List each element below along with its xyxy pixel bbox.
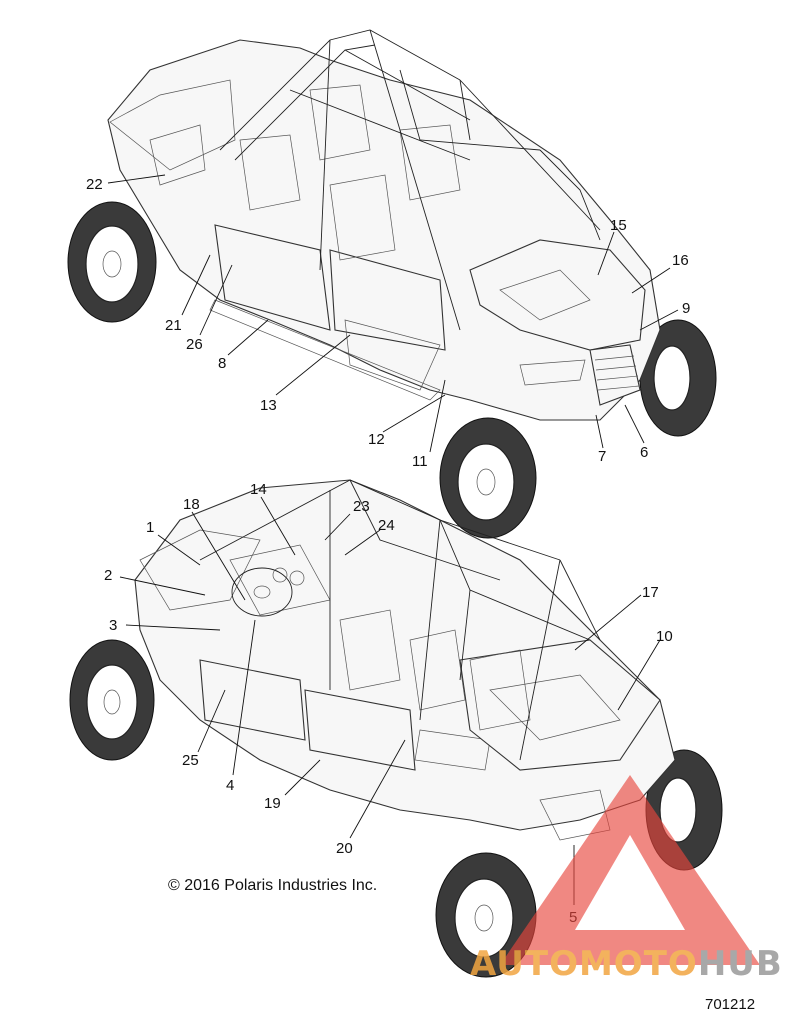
callout-26: 26 xyxy=(186,336,203,353)
watermark-text-hub: HUB xyxy=(698,944,783,984)
callout-16: 16 xyxy=(672,252,689,269)
callout-19: 19 xyxy=(264,795,281,812)
callout-1: 1 xyxy=(146,519,154,536)
callout-9: 9 xyxy=(682,300,690,317)
callout-21: 21 xyxy=(165,317,182,334)
callout-25: 25 xyxy=(182,752,199,769)
bottom-rear-left-wheel xyxy=(435,852,537,978)
callout-13: 13 xyxy=(260,397,277,414)
callout-10: 10 xyxy=(656,628,673,645)
callout-3: 3 xyxy=(109,617,117,634)
top-body-shell xyxy=(107,39,661,421)
callout-17: 17 xyxy=(642,584,659,601)
callout-14: 14 xyxy=(250,481,267,498)
top-rear-left-wheel xyxy=(67,201,157,323)
callout-2: 2 xyxy=(104,567,112,584)
callout-11: 11 xyxy=(412,453,428,470)
callout-8: 8 xyxy=(218,355,226,372)
callout-15: 15 xyxy=(610,217,627,234)
bottom-front-left-wheel xyxy=(69,639,155,761)
callout-4: 4 xyxy=(226,777,234,794)
bottom-callouts: 14 18 23 24 1 2 3 17 10 25 4 19 20 5 xyxy=(104,481,673,926)
callout-18: 18 xyxy=(183,496,200,513)
watermark-text-automoto: AUTOMOTO xyxy=(470,944,698,984)
automotohub-watermark: AUTOMOTOHUB xyxy=(470,775,783,984)
callout-24: 24 xyxy=(378,517,395,534)
watermark-triangle-logo xyxy=(500,775,760,965)
callout-20: 20 xyxy=(336,840,353,857)
top-leader-lines xyxy=(107,174,679,453)
top-callouts: 22 15 16 9 21 26 8 13 12 11 7 6 xyxy=(86,176,690,470)
top-front-right-wheel xyxy=(639,319,717,437)
top-vehicle-illustration xyxy=(67,29,717,539)
callout-6: 6 xyxy=(640,444,648,461)
copyright-text: © 2016 Polaris Industries Inc. xyxy=(168,877,377,894)
callout-22: 22 xyxy=(86,176,103,193)
callout-7: 7 xyxy=(598,448,606,465)
callout-12: 12 xyxy=(368,431,385,448)
top-front-left-wheel xyxy=(439,417,537,539)
callout-23: 23 xyxy=(353,498,370,515)
svg-text:AUTOMOTOHUB: AUTOMOTOHUB xyxy=(470,944,783,984)
figure-number: 701212 xyxy=(705,996,755,1013)
bottom-vehicle-illustration xyxy=(69,479,723,978)
